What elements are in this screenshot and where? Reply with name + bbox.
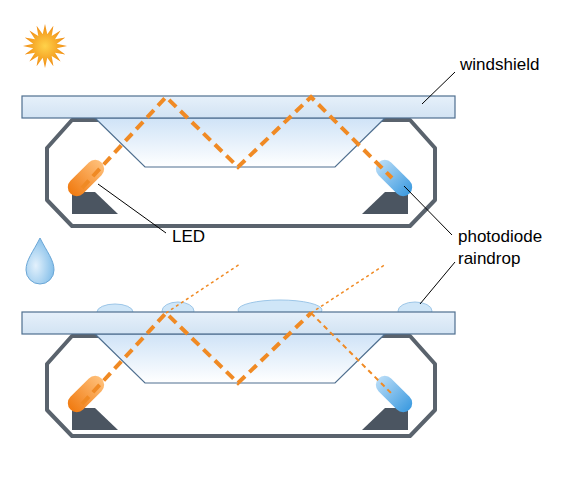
windshield-label: windshield <box>458 56 541 75</box>
led-label: LED <box>170 228 207 247</box>
sun-rays <box>23 24 67 68</box>
raindrop-label: raindrop <box>456 250 522 269</box>
photodiode-label: photodiode <box>456 228 544 247</box>
